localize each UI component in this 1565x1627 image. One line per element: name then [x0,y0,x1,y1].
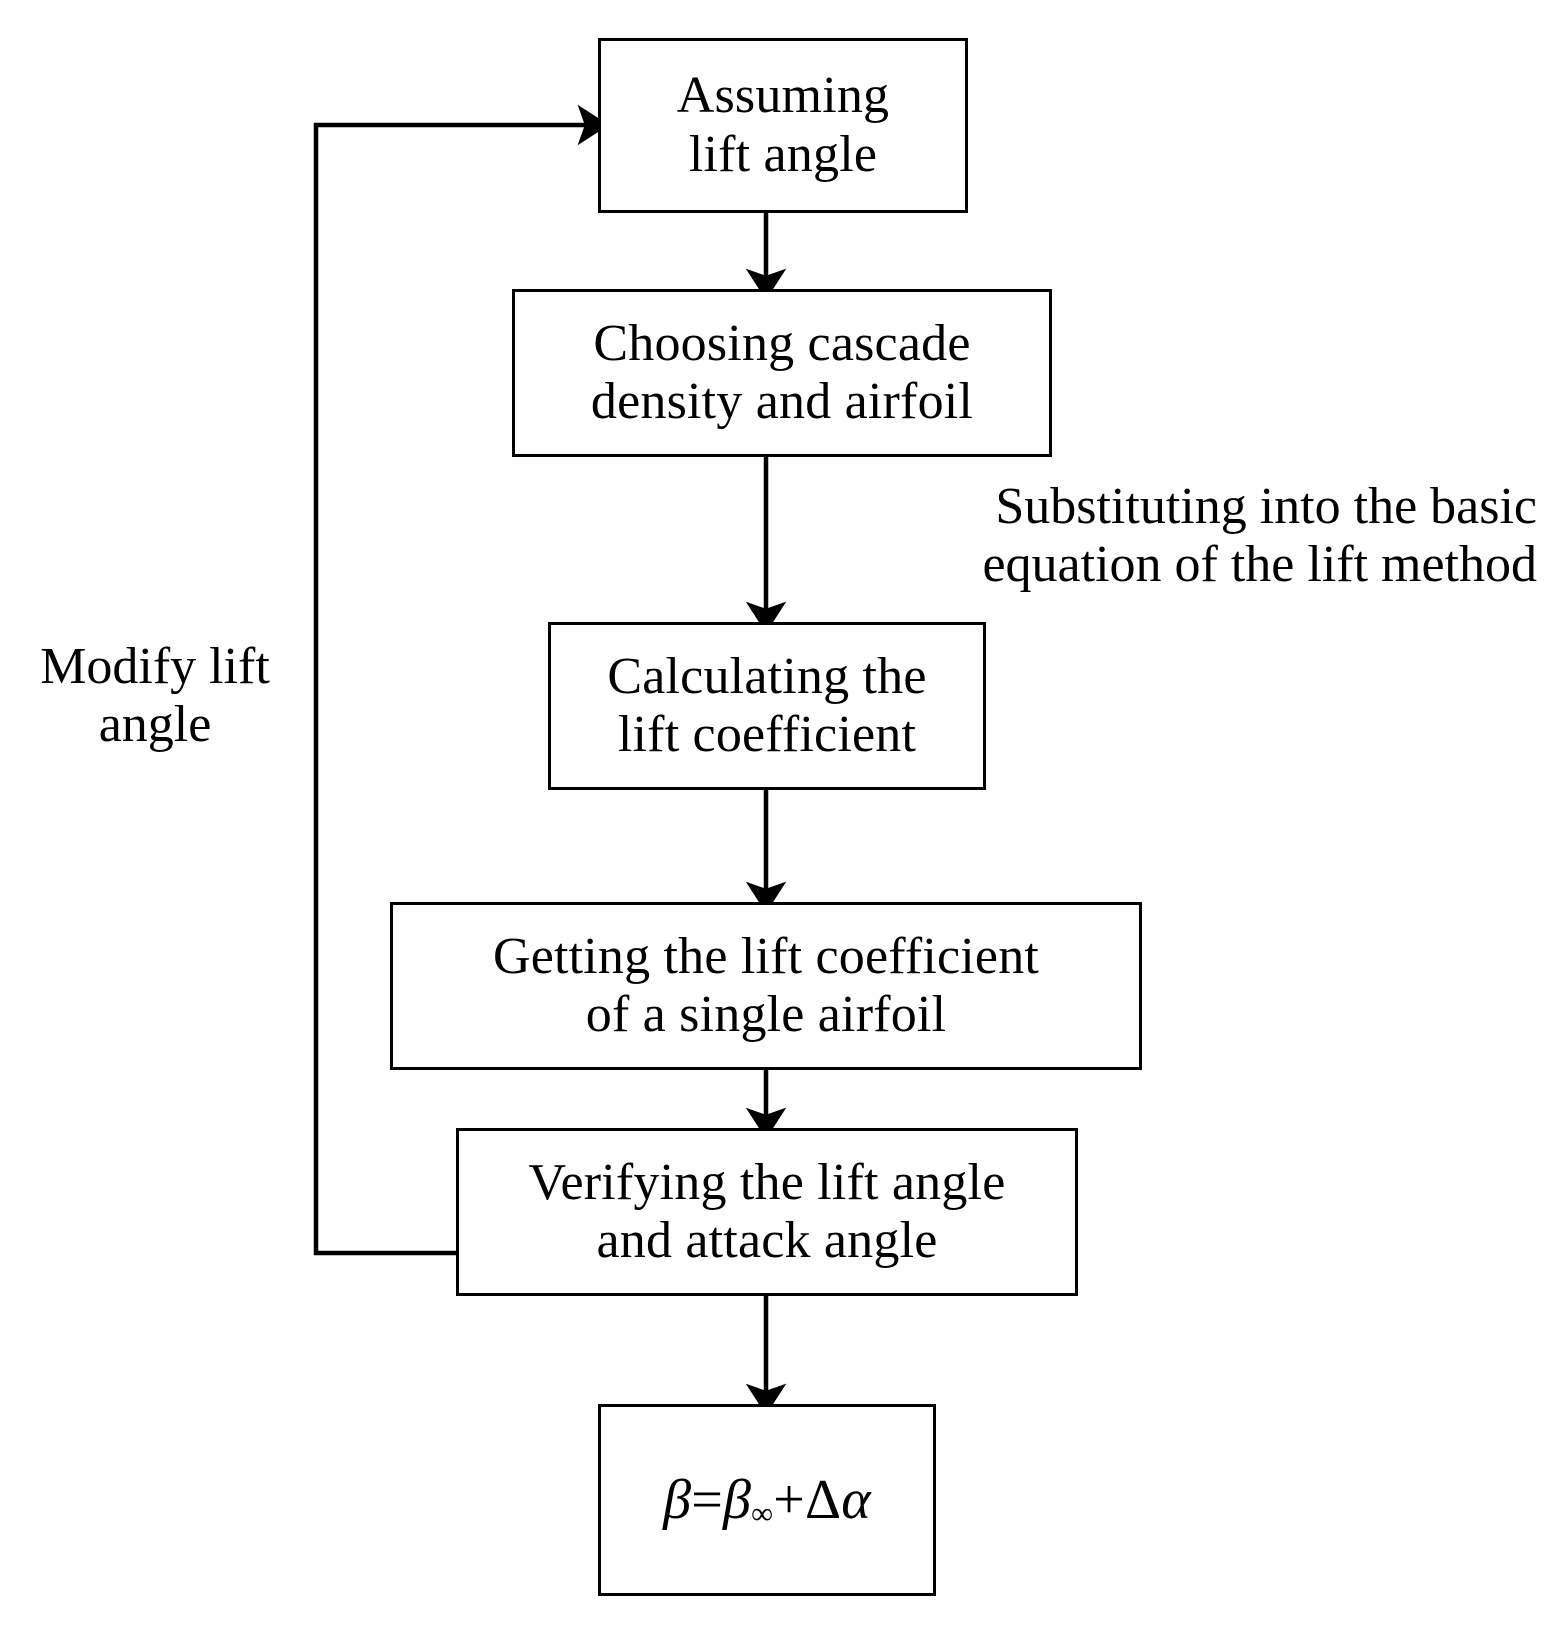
annotation-line: angle [98,696,212,754]
formula-equals: = [691,1468,723,1531]
assuming-lift-angle-box[interactable]: Assuming lift angle [598,38,968,213]
calculating-lift-coefficient-box[interactable]: Calculating the lift coefficient [548,622,986,790]
node-line: Verifying the lift angle [528,1153,1006,1211]
formula-beta: β [663,1468,692,1531]
formula-alpha: α [841,1468,871,1531]
node-line: lift coefficient [617,706,917,763]
formula-plus: + [773,1468,806,1531]
node-line: lift angle [688,125,878,183]
verifying-lift-and-attack-angle-box[interactable]: Verifying the lift angle and attack angl… [456,1128,1078,1296]
formula-text: β=β∞+Δα [663,1469,871,1532]
node-line: Assuming [676,67,890,125]
node-line: of a single airfoil [585,986,947,1043]
node-line: Choosing cascade [593,314,971,372]
annotation-substituting-equation: Substituting into the basic equation of … [982,478,1537,594]
formula-infinity-subscript: ∞ [751,1496,774,1531]
annotation-line: Modify lift [40,638,270,695]
formula-beta-infinity: β [723,1468,752,1531]
node-line: Getting the lift coefficient [492,927,1040,985]
choosing-cascade-density-airfoil-box[interactable]: Choosing cascade density and airfoil [512,289,1052,457]
annotation-line: equation of the lift method [982,536,1537,594]
annotation-modify-lift-angle: Modify lift angle [14,638,296,754]
formula-delta: Δ [805,1468,842,1531]
annotation-line: Substituting into the basic [995,478,1537,535]
getting-lift-coefficient-single-airfoil-box[interactable]: Getting the lift coefficient of a single… [390,902,1142,1070]
result-formula-box[interactable]: β=β∞+Δα [598,1404,936,1596]
node-line: and attack angle [596,1212,938,1269]
node-line: Calculating the [607,647,927,705]
node-line: density and airfoil [590,373,974,430]
